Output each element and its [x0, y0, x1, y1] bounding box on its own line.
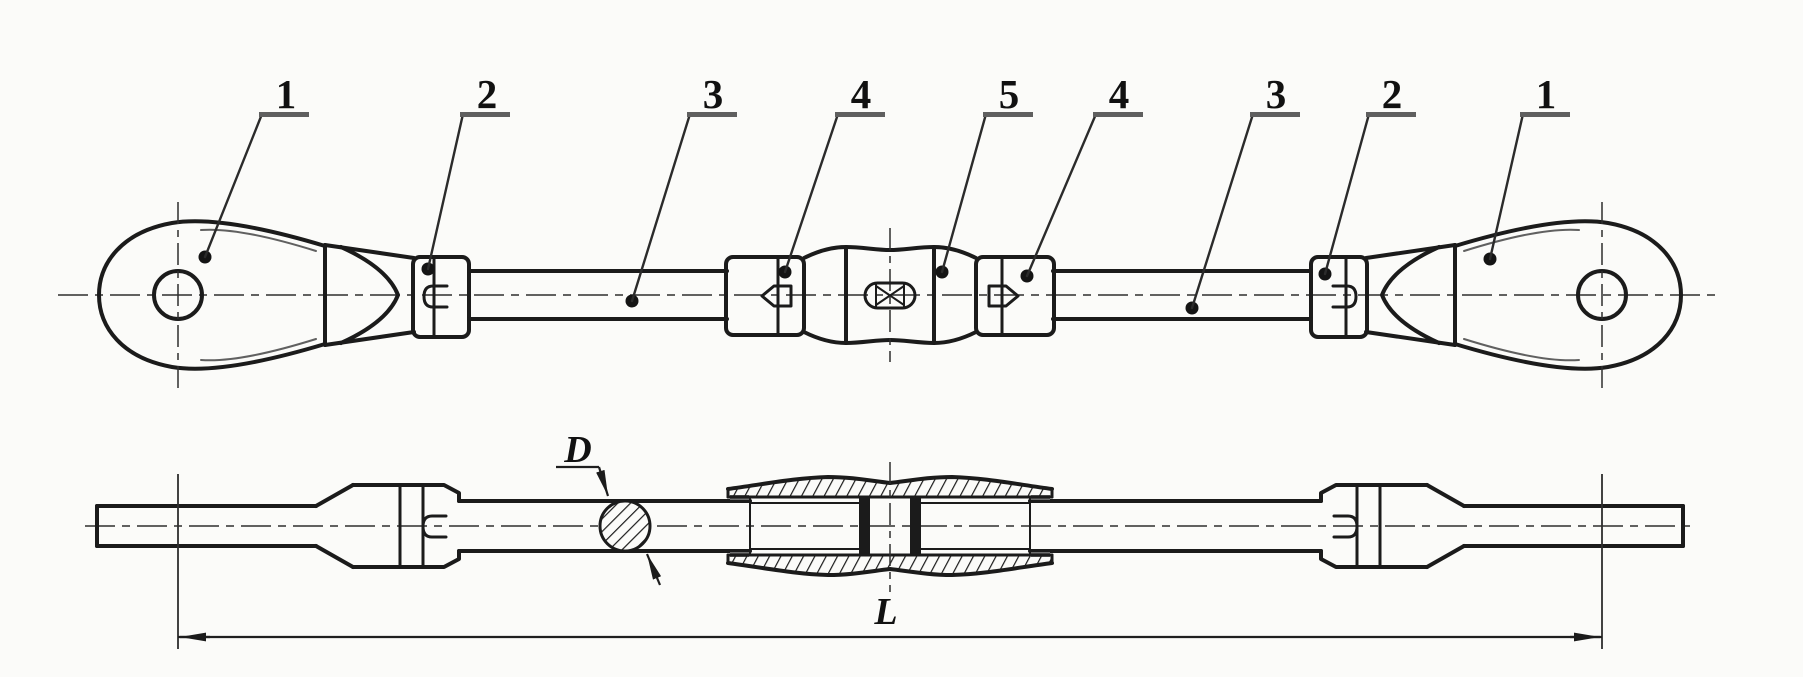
- callout-leader: [630, 112, 692, 303]
- callout-leader: [1323, 112, 1371, 276]
- callout-underline: [835, 112, 885, 117]
- callout-underline: [259, 112, 309, 117]
- callout-number: 5: [999, 71, 1020, 117]
- sight-slot-outline: [863, 281, 917, 310]
- callout-3-left: 3: [625, 71, 737, 308]
- callout-leader: [426, 112, 465, 271]
- callout-leader: [1488, 112, 1525, 261]
- callout-3-right: 3: [1185, 71, 1300, 315]
- bottom-view-assembly: D L: [85, 429, 1695, 651]
- callout-number: 2: [477, 71, 498, 117]
- callout-1-left: 1: [198, 71, 309, 264]
- callout-number: 2: [1382, 71, 1403, 117]
- callout-leader: [783, 112, 840, 274]
- top-view-right-half: [974, 200, 1683, 392]
- callout-number: 1: [1536, 71, 1557, 117]
- callout-leader: [1025, 112, 1098, 278]
- callout-underline: [983, 112, 1033, 117]
- callout-2-right: 2: [1318, 71, 1416, 281]
- callout-number: 1: [276, 71, 297, 117]
- callout-number: 3: [1266, 71, 1287, 117]
- callout-leader: [940, 112, 988, 274]
- callout-leader: [203, 112, 264, 259]
- callout-number: 4: [851, 71, 872, 117]
- callout-underline: [1366, 112, 1416, 117]
- length-dimension: L: [178, 591, 1602, 642]
- top-view-left-half: [97, 200, 806, 392]
- callout-underline: [460, 112, 510, 117]
- callout-number: 4: [1109, 71, 1130, 117]
- shell-outer-bottom-edge: [726, 561, 1054, 577]
- rod-section-hatch: [600, 501, 650, 551]
- diameter-leader-arrow-upper: [596, 466, 610, 497]
- length-label: L: [873, 591, 897, 633]
- callout-underline: [1093, 112, 1143, 117]
- callout-4-right: 4: [1020, 71, 1143, 283]
- callout-leader: [1190, 112, 1255, 310]
- callouts: 1 2 3 4 5 4: [198, 71, 1570, 315]
- callout-1-right: 1: [1483, 71, 1570, 266]
- diameter-label: D: [563, 429, 591, 471]
- callout-5-center: 5: [935, 71, 1033, 279]
- shell-section-hatch-top: [728, 477, 1052, 497]
- callout-number: 3: [703, 71, 724, 117]
- diameter-leader-arrow-lower: [645, 553, 662, 586]
- callout-underline: [1520, 112, 1570, 117]
- top-view-assembly: [58, 200, 1722, 392]
- callout-4-left: 4: [778, 71, 885, 279]
- callout-underline: [1250, 112, 1300, 117]
- rod-section-outline: [598, 499, 652, 553]
- rod-cross-section: D: [556, 429, 662, 586]
- barrel-sight-slot: [863, 281, 917, 310]
- callout-2-left: 2: [421, 71, 510, 276]
- sight-slot-cross-2: [875, 285, 905, 306]
- callout-underline: [687, 112, 737, 117]
